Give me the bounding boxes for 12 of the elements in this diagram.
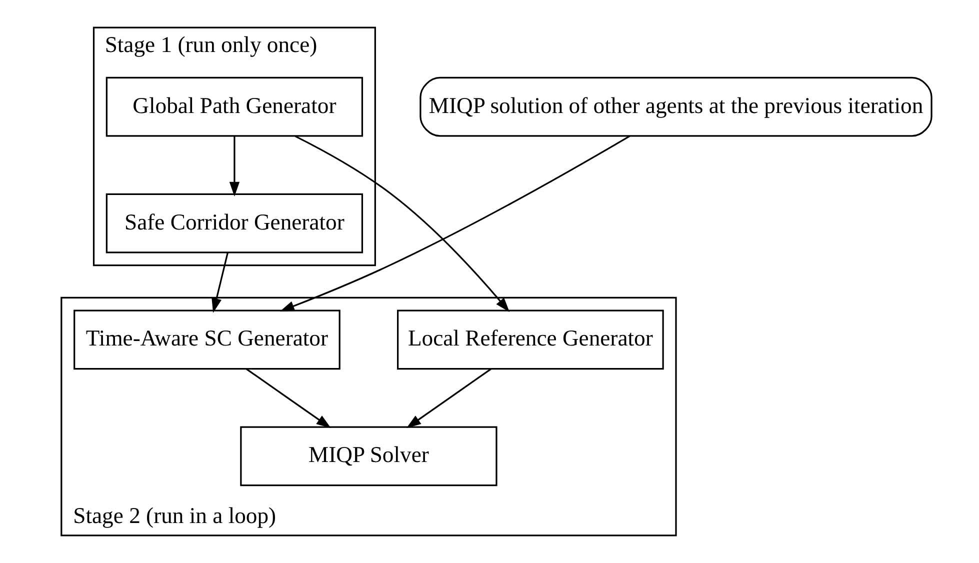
arrow	[294, 135, 510, 312]
node-box: Safe Corridor Generator	[105, 193, 363, 254]
node-box: Time-Aware SC Generator	[73, 310, 340, 370]
node-box: Local Reference Generator	[396, 310, 664, 370]
arrow	[211, 252, 228, 313]
arrow	[246, 368, 330, 428]
arrow	[279, 135, 630, 312]
node-box: MIQP solution of other agents at the previous iteration	[419, 76, 932, 137]
node-box: Global Path Generator	[105, 76, 363, 137]
arrow	[228, 136, 240, 196]
arrow	[406, 368, 491, 428]
node-box: MIQP Solver	[240, 426, 497, 486]
